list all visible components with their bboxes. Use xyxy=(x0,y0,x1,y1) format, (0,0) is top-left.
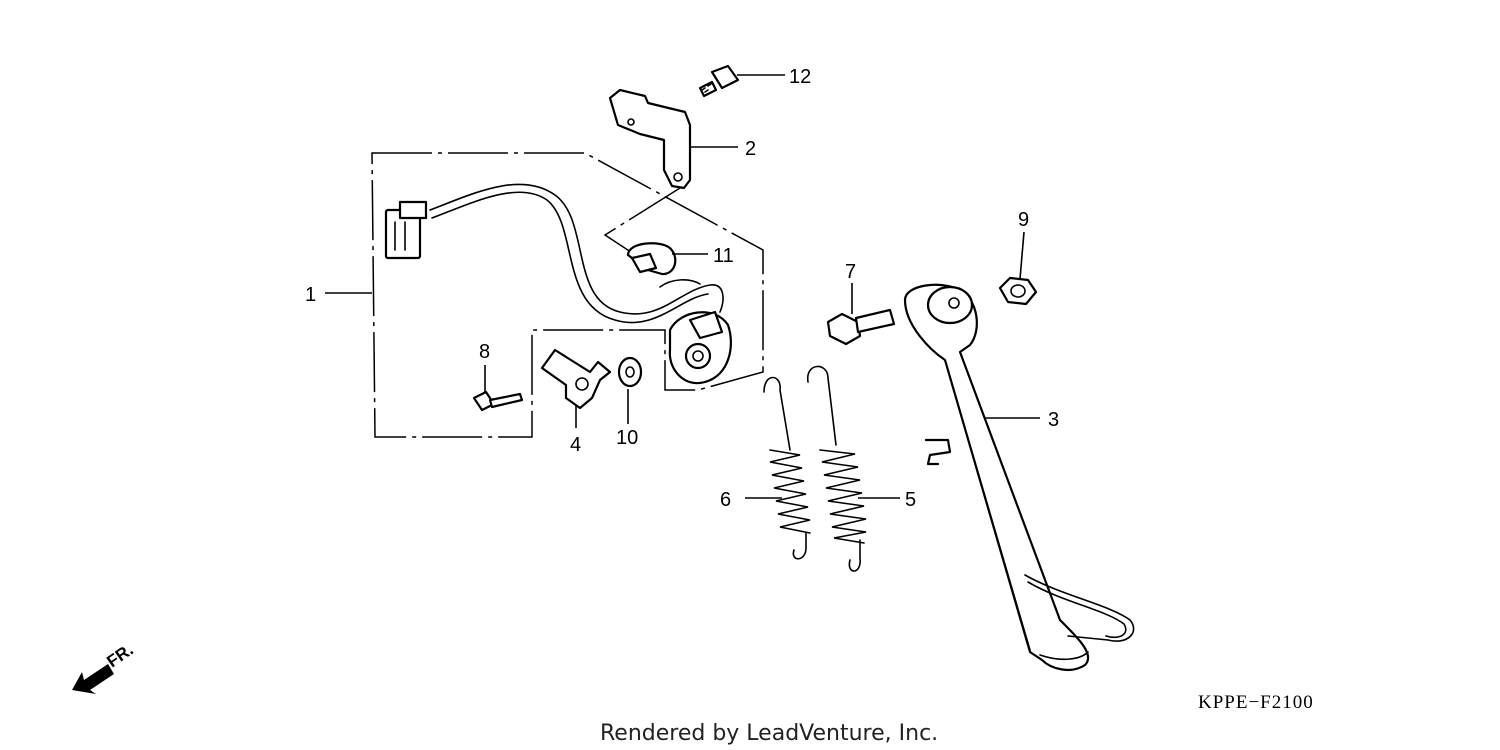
leader-9 xyxy=(1019,231,1025,280)
wire-harness-part xyxy=(384,183,732,385)
callout-8: 8 xyxy=(479,341,490,363)
nut-part xyxy=(998,276,1038,306)
spring-small-part xyxy=(763,376,811,560)
callout-4: 4 xyxy=(570,434,581,456)
callout-1: 1 xyxy=(305,284,316,306)
callout-6: 6 xyxy=(720,489,731,511)
clamp-part xyxy=(626,242,701,288)
callout-10: 10 xyxy=(616,427,638,449)
callout-5: 5 xyxy=(905,489,916,511)
washer-part xyxy=(617,356,643,388)
bolt-part xyxy=(472,390,524,412)
bolt-top-part xyxy=(698,64,740,98)
assembly-outline xyxy=(371,152,764,438)
callout-12: 12 xyxy=(789,66,811,88)
front-arrow-icon: FR. xyxy=(72,640,137,694)
callout-11: 11 xyxy=(713,245,734,267)
bracket-part xyxy=(608,88,692,190)
callout-9: 9 xyxy=(1018,209,1029,231)
spring-large-part xyxy=(807,365,867,572)
callout-3: 3 xyxy=(1048,409,1059,431)
diagram-code: KPPE−F2100 xyxy=(1198,692,1314,713)
credit-text: Rendered by LeadVenture, Inc. xyxy=(600,721,938,746)
side-stand-part xyxy=(903,283,1135,672)
pivot-bolt-part xyxy=(826,308,896,346)
plate-part xyxy=(540,348,612,410)
callout-2: 2 xyxy=(745,138,756,160)
callout-7: 7 xyxy=(845,261,856,283)
